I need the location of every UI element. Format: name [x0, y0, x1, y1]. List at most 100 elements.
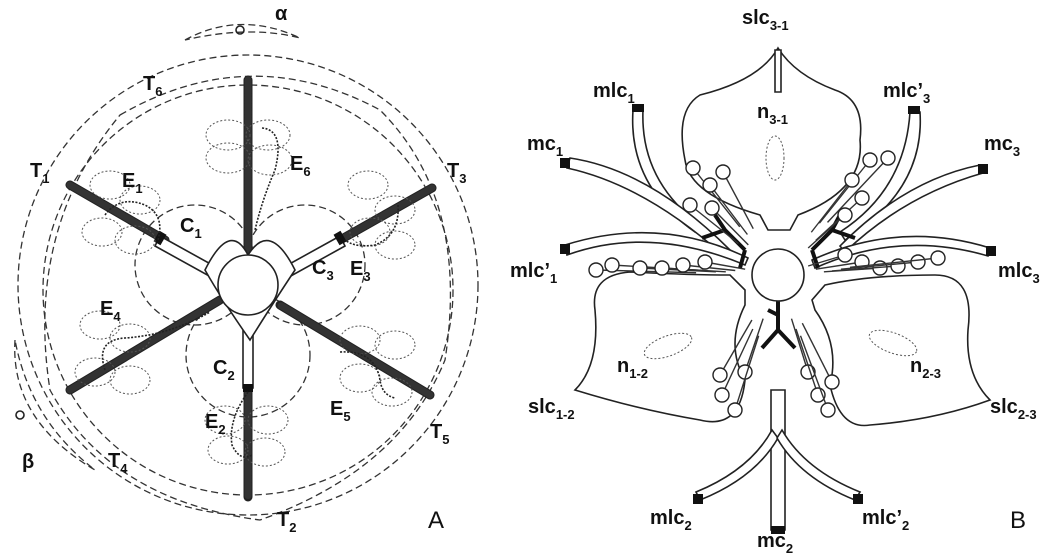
cluster-E6 [205, 119, 293, 231]
label-T4: T4 [108, 450, 128, 476]
process-ball [910, 254, 926, 270]
process-ball [714, 387, 730, 403]
process-ball [837, 247, 853, 263]
central-disc [217, 254, 279, 316]
process-stalk [692, 167, 741, 228]
radial-stems [560, 49, 996, 534]
process-ball [654, 260, 670, 276]
process-ball [727, 402, 743, 418]
panel-a-drawing [14, 23, 479, 521]
process-ball [862, 152, 878, 168]
process-ball [824, 374, 840, 390]
label-n2-3: n2-3 [910, 355, 941, 381]
label-C3: C3 [312, 257, 334, 283]
stem-mlc3 [810, 235, 991, 270]
process-stalk [815, 261, 863, 270]
process-stalk [831, 265, 899, 272]
outer-dashed-circle [17, 54, 479, 516]
cluster-E3 [344, 170, 416, 260]
stem-mlc2 [694, 428, 779, 502]
process-stalk [801, 322, 833, 383]
label-T2: T2 [277, 509, 296, 535]
process-ball [930, 250, 946, 266]
label-slc2-3: slc2-3 [990, 396, 1037, 422]
label-T5: T5 [430, 421, 449, 447]
process-stalk [795, 328, 819, 396]
process-ball [712, 367, 728, 383]
label-mc1: mc1 [527, 133, 563, 159]
process-ball [854, 190, 870, 206]
label-mc2: mc2 [757, 530, 793, 556]
E-clusters [74, 119, 416, 467]
label-n1-2: n1-2 [617, 355, 648, 381]
label-E4: E4 [100, 298, 121, 324]
process-ball [704, 200, 720, 216]
process-ball [880, 150, 896, 166]
panel-label-b: B [1010, 507, 1026, 534]
process-ball [697, 254, 713, 270]
process-stalk [826, 157, 889, 223]
process-stalk [799, 335, 829, 411]
process-stalk [818, 159, 871, 224]
process-ball [682, 197, 698, 213]
label-E1: E1 [122, 170, 143, 196]
stem-mlcp2 [776, 428, 862, 501]
cluster-E5 [339, 325, 416, 407]
label-slc3-1: slc3-1 [742, 7, 789, 33]
process-stalk [689, 204, 739, 245]
label-E6: E6 [290, 153, 311, 179]
label-mlc2: mlc2 [650, 507, 692, 533]
central-disc-b [751, 248, 805, 302]
label-C1: C1 [180, 215, 202, 241]
nucleus-1-2 [643, 332, 693, 360]
process-stalk [790, 318, 809, 373]
process-ball [837, 207, 853, 223]
process-stalk [840, 261, 919, 270]
label-mlcp2: mlc’2 [862, 507, 909, 533]
lobe-2-3 [811, 274, 992, 427]
greek-alpha: α [275, 3, 288, 25]
process-ball [588, 262, 604, 278]
process-stalk [661, 267, 726, 273]
alpha-pore [235, 25, 245, 35]
label-mlc3: mlc3 [998, 260, 1040, 286]
label-E2: E2 [205, 411, 226, 437]
process-stalk [709, 184, 748, 235]
process-ball [702, 177, 718, 193]
label-C2: C2 [213, 357, 235, 383]
panel-b-labels: slc3-1 mlc1 mlc’3 n3-1 mc1 mc3 mlc’1 mlc… [510, 7, 1040, 556]
cluster-E2 [204, 391, 289, 467]
process-stalk [722, 171, 754, 229]
process-ball [685, 160, 701, 176]
process-ball [675, 257, 691, 273]
process-stalk [849, 257, 939, 269]
panel-label-a: A [428, 507, 444, 534]
label-E5: E5 [330, 398, 351, 424]
process-stalk [711, 207, 749, 246]
nucleus-3-1 [765, 135, 785, 181]
greek-beta: β [22, 451, 34, 473]
label-mc3: mc3 [984, 133, 1020, 159]
dashed-hexagon-outline [44, 75, 452, 521]
label-n3-1: n3-1 [757, 101, 788, 127]
beta-pore [15, 410, 25, 420]
process-stalk [807, 214, 846, 249]
dark-ducts [701, 213, 856, 350]
label-T6: T6 [143, 73, 162, 99]
stem-mc2 [770, 389, 786, 531]
nucleus-2-3 [868, 329, 918, 357]
process-ball [632, 260, 648, 276]
process-stalk [719, 319, 753, 376]
label-mlcp3: mlc’3 [883, 80, 930, 106]
label-T3: T3 [447, 160, 466, 186]
cluster-E4 [74, 310, 211, 395]
process-stalk [734, 335, 760, 411]
label-mlc1: mlc1 [593, 80, 635, 106]
panel-b-drawing [560, 46, 996, 534]
label-T1: T1 [30, 160, 49, 186]
stem-mlcp1 [564, 231, 750, 267]
lobe-1-2 [573, 271, 746, 423]
process-ball [604, 257, 620, 273]
process-ball [820, 402, 836, 418]
